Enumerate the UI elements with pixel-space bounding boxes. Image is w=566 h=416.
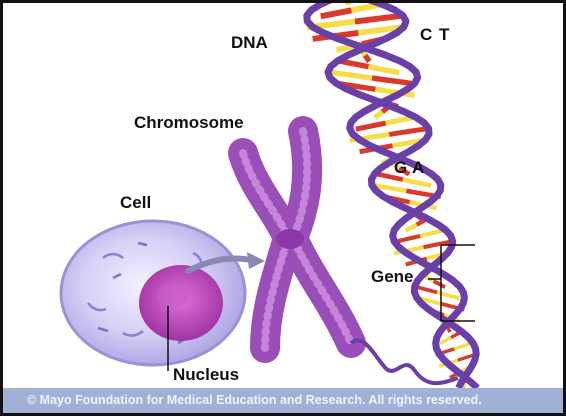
- base-pair: [434, 281, 445, 287]
- dna-illustration: [3, 3, 563, 413]
- base-pair: [328, 72, 372, 78]
- cell: [61, 221, 245, 365]
- base-pair: [375, 112, 382, 118]
- base-pair: [372, 78, 416, 84]
- gene-label: Gene: [371, 267, 414, 287]
- base-pair: [356, 123, 386, 129]
- nucleus-label: Nucleus: [173, 365, 239, 385]
- base-t-label: T: [439, 25, 449, 45]
- base-pair: [369, 67, 400, 73]
- base-pair: [403, 180, 431, 186]
- cell-label: Cell: [120, 193, 151, 213]
- base-c-label: C: [420, 25, 432, 45]
- base-g-label: G: [394, 158, 407, 178]
- dna-double-helix: [307, 3, 478, 400]
- base-pair: [406, 225, 417, 231]
- base-pair: [321, 10, 352, 16]
- base-pair: [365, 55, 369, 61]
- chromosome: [243, 131, 351, 348]
- base-pair: [440, 338, 451, 344]
- base-pair: [389, 128, 428, 134]
- credit-bar: © Mayo Foundation for Medical Education …: [3, 388, 563, 413]
- copyright-text: © Mayo Foundation for Medical Education …: [27, 393, 482, 407]
- chromosome-label: Chromosome: [134, 113, 244, 133]
- base-pair: [355, 16, 403, 22]
- dna-label: DNA: [231, 33, 268, 53]
- base-a-label: A: [412, 158, 424, 178]
